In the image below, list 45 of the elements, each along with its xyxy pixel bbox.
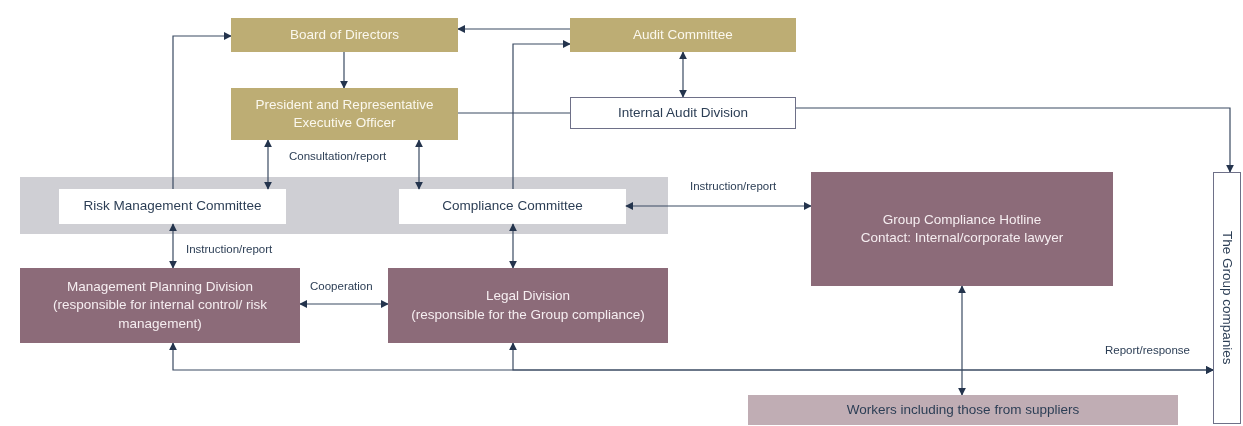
- arrow: [679, 51, 687, 98]
- workers-box: [748, 395, 1178, 425]
- committee-box: [59, 189, 286, 224]
- node-text: Board of Directors: [290, 25, 399, 44]
- division-box: [570, 97, 796, 129]
- node-text: Internal Audit Division: [618, 103, 748, 122]
- arrow: [509, 342, 1214, 374]
- division-box: [20, 268, 300, 343]
- node-text: The Group companies: [1219, 231, 1237, 365]
- group-companies-box: [1213, 172, 1241, 424]
- arrow: [512, 40, 571, 190]
- arrow: [340, 51, 348, 89]
- arrow: [509, 223, 517, 269]
- arrow: [415, 139, 423, 190]
- committee-box: [570, 18, 796, 52]
- node-text: Risk Management Committee: [83, 197, 262, 216]
- arrow: [457, 25, 571, 33]
- arrow: [958, 285, 966, 396]
- division-box: [388, 268, 668, 343]
- edge-label: Instruction/report: [688, 180, 779, 192]
- node-text: Workers including those from suppliers: [846, 400, 1080, 419]
- arrow: [169, 223, 177, 269]
- node-text: Legal Division: [485, 287, 570, 306]
- node-text: Compliance Committee: [442, 197, 583, 216]
- arrow: [264, 139, 272, 190]
- node-text: (responsible for the Group compliance): [411, 305, 645, 324]
- node-text: Group Compliance Hotline: [882, 210, 1042, 229]
- committee-box: [399, 189, 626, 224]
- arrow: [625, 202, 812, 210]
- arrow: [172, 32, 232, 190]
- hotline-box: [811, 172, 1113, 286]
- node-text: (responsible for internal control/ risk management): [52, 296, 268, 333]
- officer-box: [231, 88, 458, 140]
- committee-band: [20, 177, 668, 234]
- board-box: [231, 18, 458, 52]
- edge-label: Report/response: [1103, 344, 1193, 356]
- edge-label: Cooperation: [308, 280, 375, 292]
- node-text: President and Representative Executive Officer: [254, 95, 435, 132]
- edge-label: Instruction/report: [184, 243, 275, 255]
- arrow: [795, 107, 1234, 173]
- node-text: Management Planning Division: [66, 278, 254, 297]
- node-text: Contact: Internal/corporate lawyer: [860, 229, 1064, 247]
- arrow: [299, 300, 389, 308]
- node-text: Audit Committee: [633, 25, 733, 44]
- edge-label: Consultation/report: [287, 150, 389, 162]
